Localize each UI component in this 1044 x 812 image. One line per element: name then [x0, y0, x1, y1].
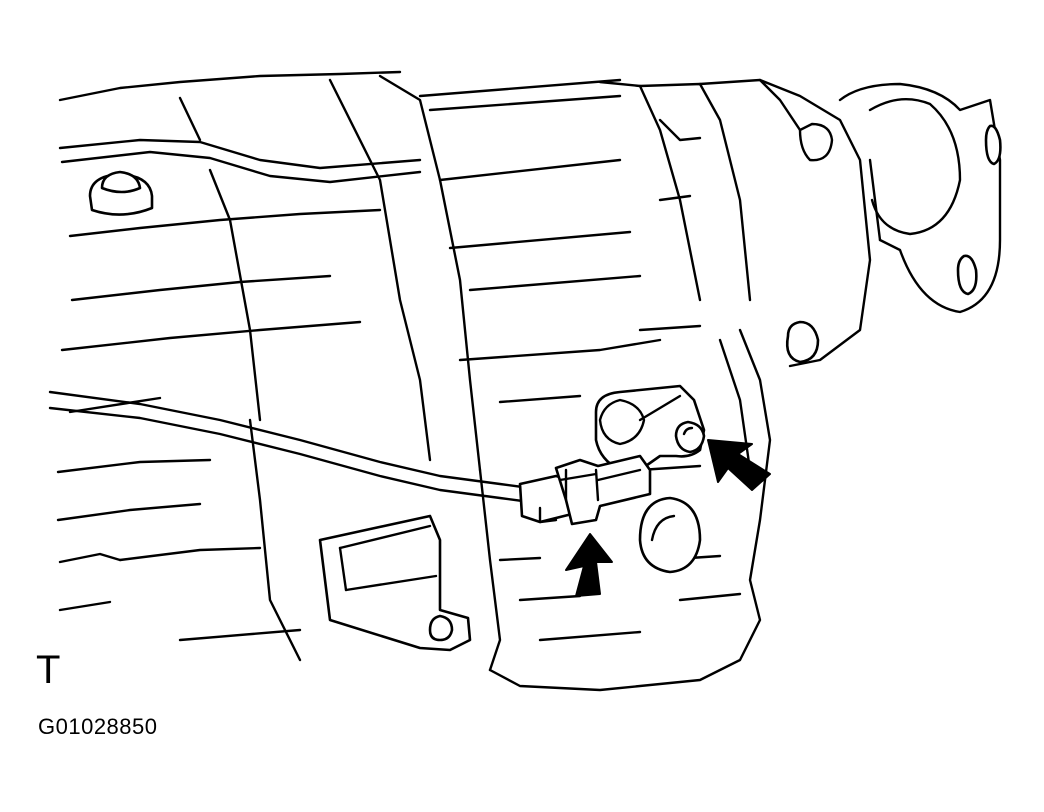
sensor-connector [518, 454, 652, 526]
figure-code: G01028850 [38, 714, 158, 739]
transmission-case-upper [56, 70, 752, 612]
view-letter: T [36, 648, 61, 692]
arrow-to-bolt [707, 439, 771, 491]
wire-harness [48, 390, 532, 504]
extension-housing [698, 78, 1002, 368]
arrow-to-connector [565, 533, 613, 597]
mounting-bracket [318, 514, 472, 652]
drain-plug [88, 170, 154, 216]
speed-sensor [594, 384, 706, 472]
